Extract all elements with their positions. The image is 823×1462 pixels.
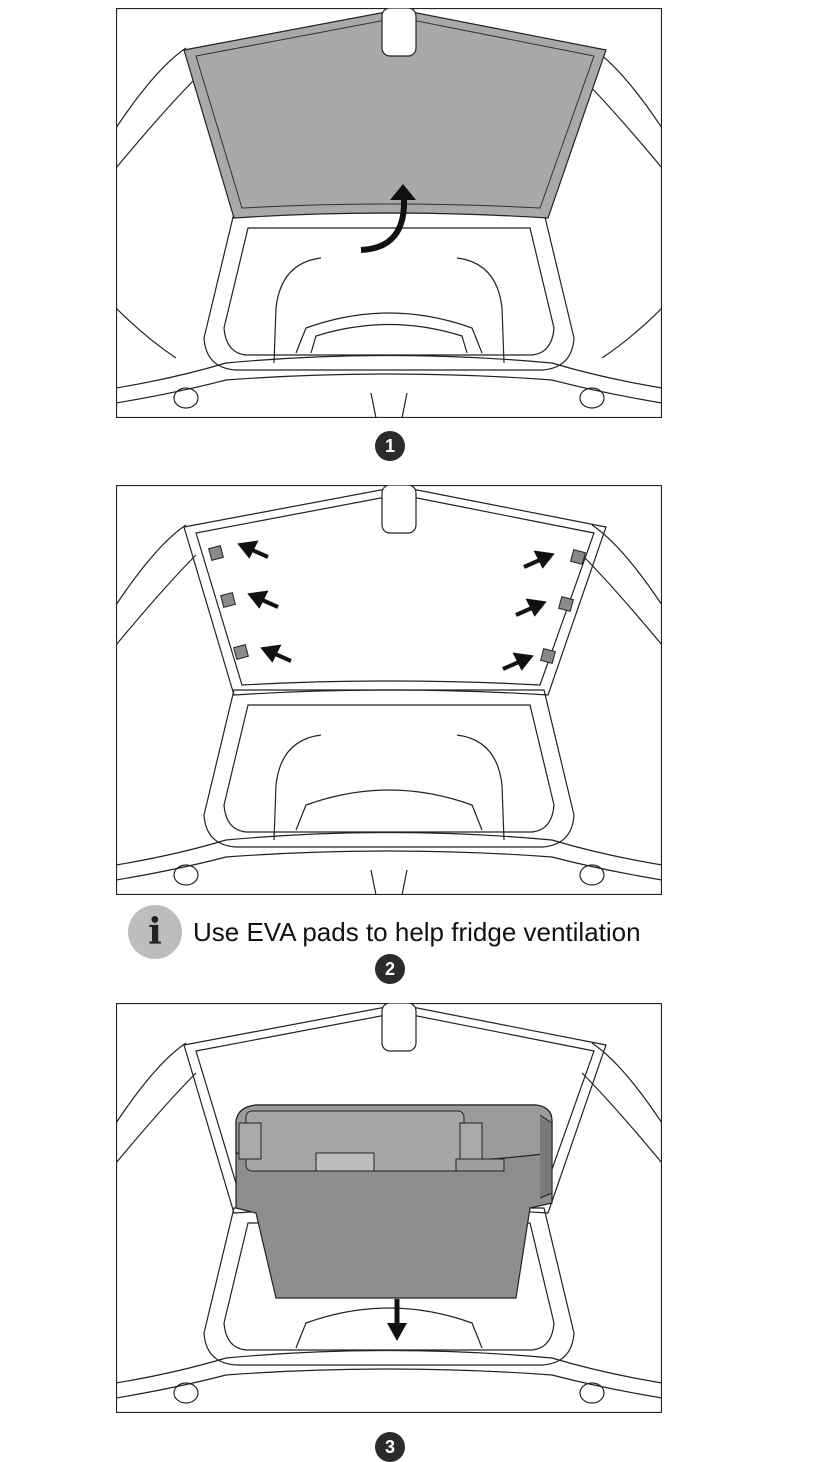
info-icon: i <box>128 905 182 959</box>
step-2-illustration <box>116 485 662 895</box>
fridge-placement-drawing <box>116 1003 662 1413</box>
step-1-illustration <box>116 8 662 418</box>
frunk-open-lid-drawing <box>116 8 662 418</box>
note-text: Use EVA pads to help fridge ventilation <box>193 916 641 947</box>
frunk-eva-pads-drawing <box>116 485 662 895</box>
step-number-badge: 3 <box>375 1432 405 1462</box>
info-icon-glyph: i <box>148 911 162 953</box>
step-number-badge: 2 <box>375 954 405 984</box>
ventilation-note: i Use EVA pads to help fridge ventilatio… <box>128 905 641 959</box>
step-number-badge: 1 <box>375 431 405 461</box>
step-3-illustration <box>116 1003 662 1413</box>
